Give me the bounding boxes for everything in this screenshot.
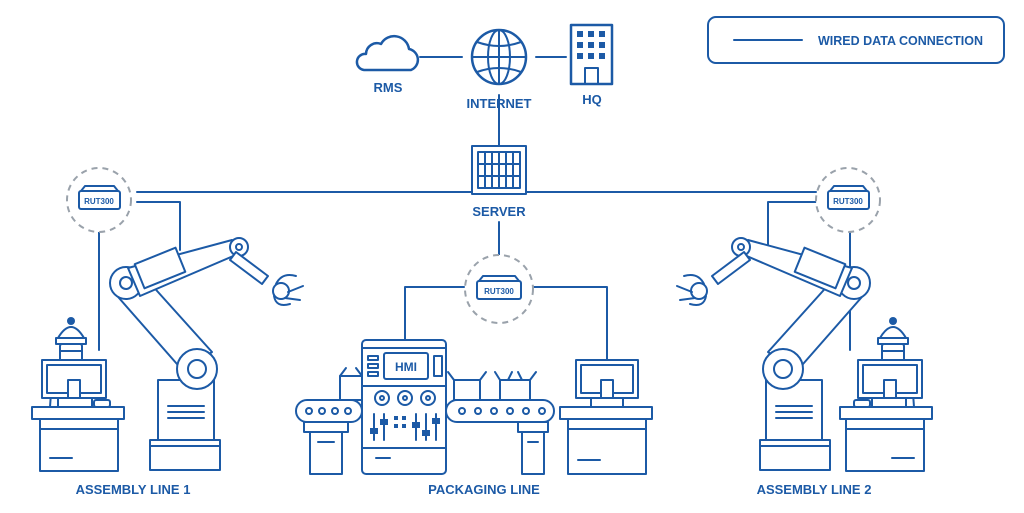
building-icon xyxy=(569,23,614,86)
connection-lines xyxy=(98,56,851,361)
internet-globe: INTERNET xyxy=(467,28,532,111)
cloud-icon xyxy=(355,34,420,72)
operator-station-right xyxy=(839,316,933,472)
router-icon: RUT300 xyxy=(78,185,121,210)
router-center: RUT300 xyxy=(464,254,534,324)
router-right: RUT300 xyxy=(815,167,881,233)
assembly-line-2-label: ASSEMBLY LINE 2 xyxy=(757,482,872,497)
server-rack-icon xyxy=(471,145,527,195)
router-right-label: RUT300 xyxy=(833,197,863,206)
assembly-line-1: ASSEMBLY LINE 1 xyxy=(31,237,304,497)
monitor-icon xyxy=(575,359,639,408)
hmi-label: HMI xyxy=(395,360,417,374)
packaging-station xyxy=(559,359,653,475)
globe-icon xyxy=(470,28,528,86)
legend: WIRED DATA CONNECTION xyxy=(707,16,1005,64)
internet-label: INTERNET xyxy=(467,96,532,111)
rms-cloud: RMS xyxy=(355,34,420,95)
hq-building: HQ xyxy=(569,23,614,107)
router-center-label: RUT300 xyxy=(484,287,514,296)
robot-arm-right xyxy=(676,237,871,471)
server-label: SERVER xyxy=(472,204,526,219)
assembly-line-2: ASSEMBLY LINE 2 xyxy=(676,237,933,497)
hmi-panel-icon: HMI xyxy=(361,339,447,475)
packaging-line-label: PACKAGING LINE xyxy=(428,482,540,497)
operator-station-left xyxy=(31,316,125,472)
hq-label: HQ xyxy=(582,92,602,107)
robot-arm-left xyxy=(109,237,304,471)
router-left: RUT300 xyxy=(66,167,132,233)
conveyor-right xyxy=(445,371,555,475)
legend-label: WIRED DATA CONNECTION xyxy=(818,34,983,48)
conveyor-left xyxy=(295,367,363,475)
packaging-line: HMI xyxy=(295,339,653,497)
router-left-label: RUT300 xyxy=(84,197,114,206)
router-icon: RUT300 xyxy=(476,275,522,300)
router-icon: RUT300 xyxy=(827,185,870,210)
rms-label: RMS xyxy=(374,80,403,95)
server: SERVER xyxy=(471,145,527,219)
assembly-line-1-label: ASSEMBLY LINE 1 xyxy=(76,482,191,497)
